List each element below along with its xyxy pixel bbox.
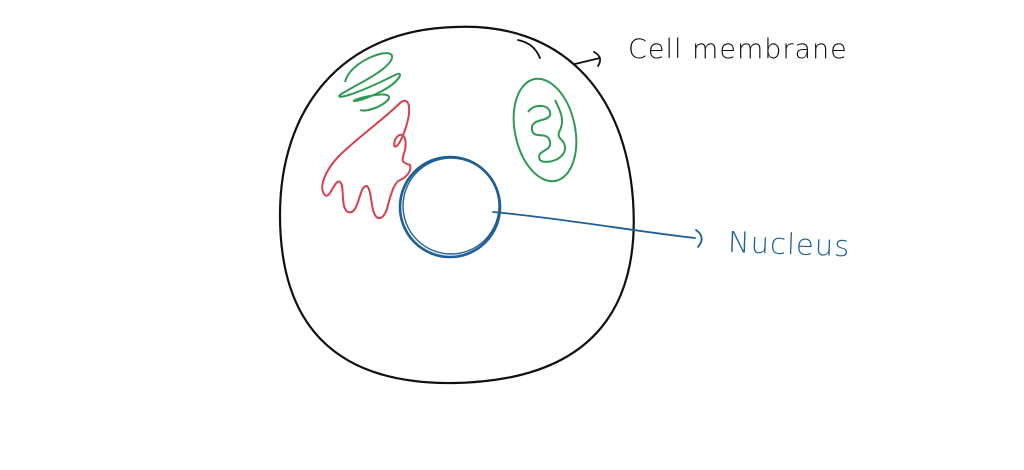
- endoplasmic-reticulum: [321, 100, 412, 220]
- nucleus: [398, 155, 502, 259]
- nucleus-label: Nucleus: [727, 225, 851, 264]
- membrane-pointer-arrow: [517, 39, 601, 67]
- golgi-body: [338, 52, 401, 112]
- mitochondrion: [512, 77, 578, 183]
- cell-membrane-outline: [278, 25, 635, 385]
- nucleus-pointer-arrow: [492, 211, 703, 248]
- cell-membrane-label: Cell membrane: [628, 34, 848, 65]
